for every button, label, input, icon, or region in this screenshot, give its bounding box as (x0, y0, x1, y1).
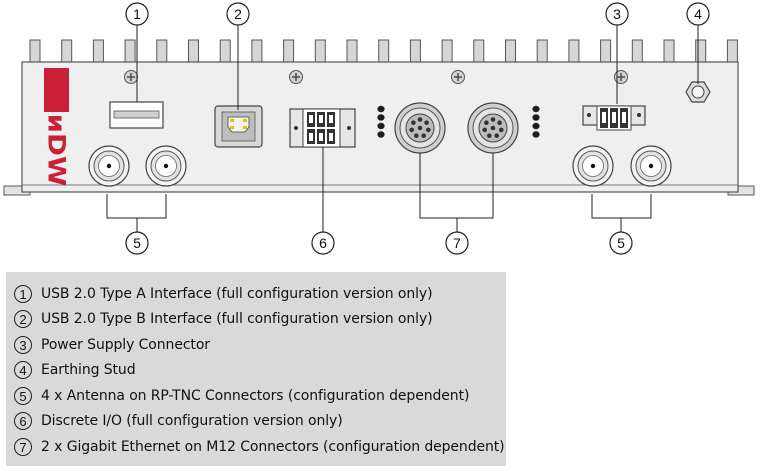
m12-connector (467, 102, 519, 154)
legend-number: 3 (14, 336, 32, 354)
heat-sink-fin (473, 39, 485, 65)
svg-text:1: 1 (133, 6, 141, 22)
legend-text: Discrete I/O (full configuration version… (41, 413, 343, 429)
heat-sink-fin (188, 39, 199, 65)
legend-item-1: 1 USB 2.0 Type A Interface (full configu… (14, 283, 433, 305)
heat-sink-fin (314, 39, 326, 65)
legend-number: 1 (14, 285, 32, 303)
heat-sink-fin (536, 39, 548, 65)
legend-number: 2 (14, 310, 32, 328)
legend-text: USB 2.0 Type B Interface (full configura… (41, 311, 433, 327)
callout-7: 7 (445, 231, 469, 255)
heat-sink-fin (283, 39, 295, 65)
heat-sink-fin (695, 39, 707, 65)
legend-item-3: 3 Power Supply Connector (14, 334, 210, 356)
callout-leader-lines (106, 25, 699, 232)
heat-sink-fin (600, 39, 612, 65)
earthing-stud (685, 81, 711, 103)
device-front-panel-diagram: ᴎDW (3, 2, 755, 255)
heat-sink-fin (92, 39, 104, 65)
status-leds (377, 105, 540, 138)
heat-sink-fins (29, 39, 738, 65)
led-icon (377, 122, 385, 130)
led-icon (532, 114, 540, 121)
screw-icon (451, 70, 465, 84)
m12-ethernet-connectors (394, 102, 519, 154)
legend-item-4: 4 Earthing Stud (14, 359, 136, 381)
led-icon (532, 105, 540, 113)
legend-number: 7 (14, 438, 32, 456)
heat-sink-fin (441, 39, 453, 65)
led-icon (532, 122, 540, 130)
legend-item-6: 6 Discrete I/O (full configuration versi… (14, 410, 343, 432)
heat-sink-fin (219, 39, 231, 65)
led-icon (377, 114, 385, 121)
m12-connector (394, 102, 446, 154)
legend-text: 4 x Antenna on RP-TNC Connectors (config… (41, 388, 470, 404)
led-icon (377, 131, 385, 138)
heat-sink-fin (29, 39, 41, 65)
heat-sink-fin (378, 39, 390, 65)
legend-number: 6 (14, 412, 32, 430)
svg-text:7: 7 (453, 235, 461, 251)
heat-sink-fin (726, 39, 738, 65)
legend-text: 2 x Gigabit Ethernet on M12 Connectors (… (41, 439, 505, 455)
heat-sink-fin (663, 39, 675, 65)
legend-number: 4 (14, 361, 32, 379)
callout-1: 1 (125, 2, 149, 26)
screw-icon (289, 70, 303, 84)
heat-sink-fin (568, 39, 580, 65)
svg-text:5: 5 (133, 235, 141, 251)
callout-2: 2 (226, 2, 250, 26)
brand-logo: ᴎDW (42, 68, 70, 186)
heat-sink-fin (505, 39, 516, 65)
heat-sink-fin (409, 39, 421, 65)
led-icon (532, 131, 540, 138)
panel-screws (124, 70, 628, 84)
usb-a-port (109, 101, 164, 129)
legend-text: USB 2.0 Type A Interface (full configura… (41, 286, 433, 302)
callout-5-right: 5 (609, 231, 633, 255)
legend-number: 5 (14, 387, 32, 405)
callout-5-left: 5 (125, 231, 149, 255)
svg-text:2: 2 (234, 6, 242, 22)
led-icon (377, 105, 385, 113)
callout-4: 4 (686, 2, 710, 26)
antenna-connectors (88, 145, 672, 187)
discrete-io-connector (289, 108, 356, 148)
heat-sink-fin (61, 39, 73, 65)
power-supply-connector (582, 105, 646, 131)
heat-sink-fin (631, 39, 643, 65)
antenna-connector (630, 145, 672, 187)
antenna-connector (88, 145, 130, 187)
legend-item-7: 7 2 x Gigabit Ethernet on M12 Connectors… (14, 436, 505, 458)
heat-sink-fin (156, 39, 168, 65)
legend-item-5: 5 4 x Antenna on RP-TNC Connectors (conf… (14, 385, 469, 407)
screw-icon (124, 70, 138, 84)
svg-text:ᴎDW: ᴎDW (42, 114, 70, 187)
callout-3: 3 (605, 2, 629, 26)
legend-text: Earthing Stud (41, 362, 136, 378)
screw-icon (614, 70, 628, 84)
svg-text:3: 3 (613, 6, 621, 22)
usb-b-port (214, 105, 263, 148)
legend-item-2: 2 USB 2.0 Type B Interface (full configu… (14, 308, 433, 330)
antenna-connector (145, 145, 187, 187)
svg-text:4: 4 (694, 6, 702, 22)
svg-text:6: 6 (319, 235, 327, 251)
svg-text:5: 5 (617, 235, 625, 251)
heat-sink-fin (124, 39, 136, 65)
callout-6: 6 (311, 231, 335, 255)
legend-text: Power Supply Connector (41, 337, 210, 353)
antenna-connector (572, 145, 614, 187)
heat-sink-fin (346, 39, 358, 65)
legend-box: 1 USB 2.0 Type A Interface (full configu… (6, 272, 506, 466)
heat-sink-fin (251, 39, 263, 65)
